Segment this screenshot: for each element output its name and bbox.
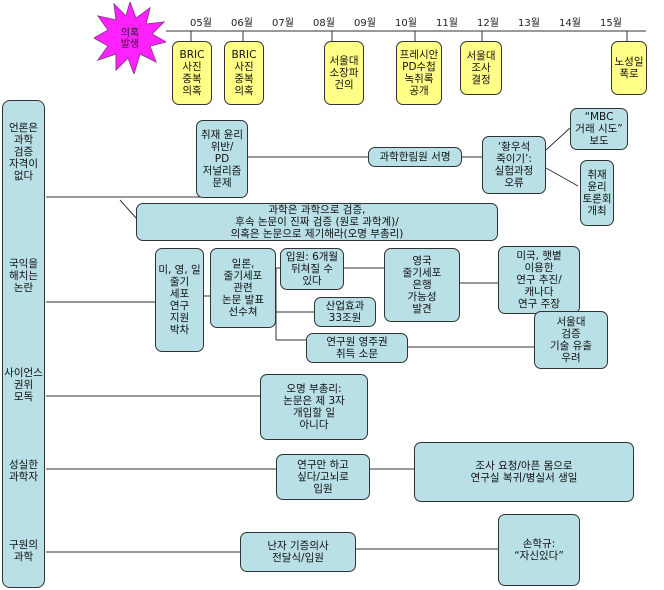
month-13: 13월 xyxy=(518,18,540,29)
month-15: 15월 xyxy=(600,18,622,29)
box-only-research: 연구만 하고 싶다/고뇌로 입원 xyxy=(276,454,370,500)
box-british-stem-bank: 영국 줄기세포 은행 가능성 발견 xyxy=(384,248,460,322)
box-japan-paper: 일론, 줄기세포 관련 논문 발표 선수쳐 xyxy=(210,248,276,328)
box-science-verify: 과학은 과학으로 검증, 후속 논문이 진짜 검증 (원로 과학계)/ 의혹은 … xyxy=(136,203,498,241)
month-14: 14월 xyxy=(559,18,581,29)
box-us-research: 미국, 햇볕 이용한 연구 추진/ 캐나다 연구 주장 xyxy=(498,246,580,314)
event-bric-1: BRIC 사진 중복 의혹 xyxy=(172,41,212,105)
burst-label: 의혹 발생 xyxy=(120,28,140,50)
month-09: 09월 xyxy=(354,18,376,29)
box-science-academy-signature: 과학한림원 서명 xyxy=(368,147,462,167)
month-10: 10월 xyxy=(395,18,417,29)
box-ethics-violation: 취재 윤리 위반/ PD 저널리즘 문제 xyxy=(196,120,248,198)
event-roh-reveal: 노성일 폭로 xyxy=(611,41,647,95)
box-industry-effect: 산업효과 33조원 xyxy=(314,297,376,327)
category-salvation-science: 구원의 과학 xyxy=(9,539,38,563)
month-08: 08월 xyxy=(313,18,335,29)
category-diligent-scientist: 성실한 과학자 xyxy=(9,459,38,483)
month-07: 07월 xyxy=(272,18,294,29)
category-media: 언론은 과학 검증 자격이 없다 xyxy=(9,122,38,182)
box-son-quote: 손학규: “자신있다” xyxy=(498,514,580,586)
box-six-months: 입원: 6개월 뒤쳐질 수 있다 xyxy=(280,248,344,290)
box-hwang-kill: ‘황우석 죽이기’: 실험과정 오류 xyxy=(482,136,546,194)
box-tech-leak-concern: 서울대 검증 기술 유출 우려 xyxy=(534,311,608,369)
event-pressian: 프레시안 PD수첩 녹취록 공개 xyxy=(396,41,442,105)
box-egg-donation: 난자 기증의사 전달식/입원 xyxy=(240,532,356,572)
event-bric-2: BRIC 사진 중복 의혹 xyxy=(224,41,264,105)
box-ethics-forum: 취재 윤리 토론회 개최 xyxy=(580,160,614,226)
event-snu-probe: 서울대 조사 결정 xyxy=(460,41,502,95)
month-11: 11월 xyxy=(436,18,458,29)
category-science-authority: 사이언스 권위 모독 xyxy=(4,367,43,403)
month-06: 06월 xyxy=(231,18,253,29)
category-column xyxy=(2,100,45,588)
box-stem-support: 미, 영, 일 줄기 세포 연구 지원 박차 xyxy=(155,248,204,352)
event-snu-petition: 서울대 소장파 건의 xyxy=(324,41,364,105)
month-05: 05월 xyxy=(190,18,212,29)
box-investigation-request: 조사 요청/아픈 몸으로 연구실 복귀/병실서 생일 xyxy=(414,442,634,502)
month-12: 12월 xyxy=(477,18,499,29)
box-science-paper-quote: 오명 부총리: 논문은 제 3자 개입할 일 아니다 xyxy=(260,374,368,440)
box-researcher-residency: 연구원 영주권 취득 소문 xyxy=(306,333,408,363)
box-mbc-report: “MBC 거래 시도” 보도 xyxy=(570,108,628,150)
burst-icon xyxy=(94,2,166,74)
category-national-interest: 국익을 해치는 논란 xyxy=(9,258,38,294)
